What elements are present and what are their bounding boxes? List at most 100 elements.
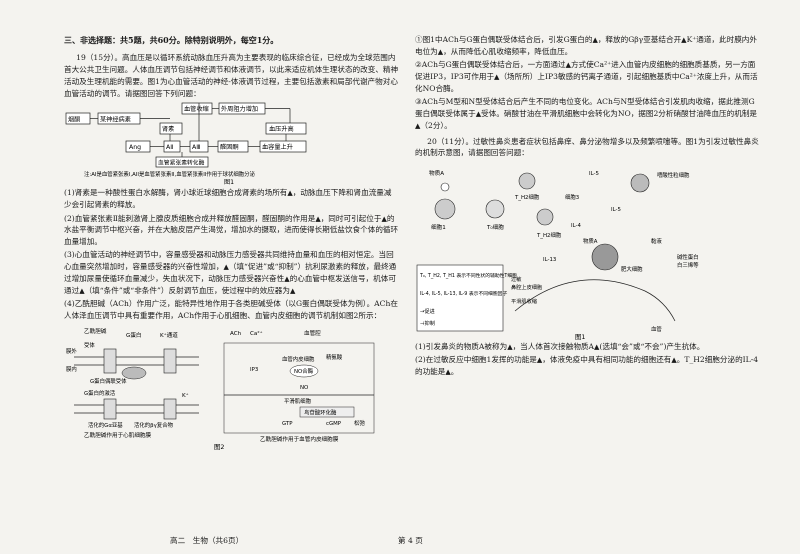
answer-blank-8[interactable]: ▲: [592, 36, 598, 44]
q20-legend-1: IL-4, IL-5, IL-13, IL-9 表示不同细胞因子: [420, 290, 507, 297]
answer-blank-3[interactable]: ▲: [381, 214, 387, 223]
fig1-node-0: 烟酮: [68, 116, 80, 124]
answer-blank-15[interactable]: ▲: [507, 343, 513, 352]
fig2-label-1: G蛋白: [126, 331, 142, 339]
q19-r2: ②ACh与G蛋白偶联受体结合后，一方面通过▲方式使Ca²⁺进入血管内皮细胞的细胞…: [415, 60, 758, 93]
fig1-label: 图1: [224, 179, 234, 185]
q20-fig-label-17: 过敏: [511, 275, 522, 283]
fig2-label-13: Ca²⁺: [250, 330, 263, 337]
answer-blank-7[interactable]: ▲: [289, 286, 296, 295]
answer-blank-14[interactable]: ▲: [415, 121, 421, 130]
answer-blank-1[interactable]: ▲: [287, 189, 293, 198]
fig2-label-24: 松弛: [354, 419, 365, 427]
q20-fig-label: 图1: [575, 333, 585, 341]
fig2-label-11: 乙酰胆碱作用于心肌细胞膜: [84, 431, 152, 439]
q20-legend-2: →促进: [420, 307, 435, 315]
figure-1: 烟酮 某神经病素 血管收缩 外周阻力增加 肾素 Ang AⅡ AⅢ 醛固酮 血容…: [64, 101, 399, 186]
fig2-label-22: GTP: [282, 421, 293, 427]
q19-r3: ③ACh与M型和N型受体结合后产生不同的电位变化。ACh与N型受体结合引发肌肉收…: [415, 97, 758, 130]
answer-blank-6[interactable]: ▲: [79, 286, 85, 295]
answer-blank-12[interactable]: ▲: [494, 73, 500, 82]
fig1-node-11: 血管紧张素转化酶: [158, 159, 205, 167]
q19-r1: ①图1中ACh与G蛋白偶联受体结合后，引发G蛋白的▲，释放的Gβγ亚基结合开▲K…: [415, 35, 757, 56]
answer-blank-11[interactable]: ▲: [565, 61, 571, 70]
fig1-node-5: Ang: [129, 144, 141, 151]
footer-page-number: 第 4 页: [398, 536, 423, 545]
answer-blank-18[interactable]: ▲: [671, 356, 677, 365]
section-title: 三、非选择题：共5题，共60分。除特别说明外，每空1分。: [64, 35, 279, 45]
q20-legend-0: T₀, T_H2, T_H1 表示不同性状的辅助性T细胞: [419, 272, 517, 279]
q20-fig-label-7: 嗜酸性粒细胞: [657, 171, 690, 179]
q19-sub4: (4)乙酰胆碱（ACh）作用广泛，能特异性地作用于各类胆碱受体（以G蛋白偶联受体…: [64, 299, 398, 320]
q20-s1: (1)引发鼻炎的物质A被称为▲，当人体首次接触物质A▲(选填“会”或“不会”)产…: [415, 342, 705, 352]
q19-sub2: (2)血管紧张素Ⅱ能刺激肾上腺皮质细胞合成并释放醛固酮，醛固酮的作用是▲，同时可…: [64, 213, 399, 247]
answer-blank-10[interactable]: ▲: [437, 47, 444, 56]
answer-blank-5[interactable]: ▲: [284, 275, 290, 284]
fig2-label-7: G蛋白的激活: [84, 389, 116, 397]
q20-fig-label-5: 细胞3: [565, 193, 579, 201]
fig2-label-9: 活化的Gα亚基: [88, 421, 123, 429]
q20-fig-label-18: 鼻腔上皮细胞: [511, 283, 542, 291]
fig2-label-5: 膜内: [66, 365, 77, 373]
fig1-node-2: 血管收缩: [184, 105, 209, 113]
answer-blank-2[interactable]: ▲: [315, 214, 321, 223]
fig1-node-6: AⅡ: [166, 144, 173, 151]
figure-q20-diagram: 物质A 细胞1 T₀细胞 T_H2细胞 T_H2细胞 细胞3 IL-5 嗜酸性粒…: [416, 169, 699, 341]
q19-sub3: (3)心血管活动的神经调节中，容量感受器和动脉压力感受器共同维持血量和血压的相对…: [64, 250, 397, 295]
fig2-label-18: NO: [300, 385, 308, 391]
figure-q20: 物质A 细胞1 T₀细胞 T_H2细胞 T_H2细胞 细胞3 IL-5 嗜酸性粒…: [415, 161, 760, 341]
q20-s2: (2)在过敏反应中细胞1发挥的功能是▲，体液免疫中具有相同功能的细胞还有▲。T_…: [415, 355, 759, 377]
footer-left: 高二 生物（共6页）: [170, 536, 244, 545]
answer-blank-16[interactable]: ▲: [594, 343, 600, 352]
fig2-label-14: 血管腔: [304, 329, 321, 337]
q20-fig-label-2: T₀细胞: [486, 223, 504, 231]
answer-blank-13[interactable]: ▲: [475, 109, 482, 118]
answer-blank-17[interactable]: ▲: [536, 356, 543, 365]
fig2-label-10: 活化的βγ复合物: [134, 421, 174, 429]
fig1-node-10: 血容量上升: [262, 143, 293, 151]
q20-fig-label-14: 碱性蛋白: [677, 253, 699, 261]
q20-fig-label-1: 细胞1: [431, 223, 446, 231]
q20-fig-label-19: 平滑肌收缩: [511, 297, 537, 305]
answer-blank-9[interactable]: ▲: [681, 36, 687, 44]
fig2-label: 图2: [214, 443, 224, 451]
q20-fig-label-10: IL-13: [543, 257, 556, 263]
figure-2: 乙酰胆碱 G蛋白 K⁺通道 膜外 受体 膜内 G蛋白偶联受体 G蛋白的激活 K⁺…: [64, 323, 399, 451]
left-column: 三、非选择题：共5题，共60分。除特别说明外，每空1分。 19（15分）。高血压…: [64, 34, 399, 451]
fig2-label-23: cGMP: [326, 421, 342, 427]
fig1-node-8: 醛固酮: [220, 143, 239, 151]
fig2-label-16: NO合酶: [294, 367, 314, 375]
fig2-label-17: 精氨酸: [326, 353, 343, 361]
q20-fig-label-0: 物质A: [429, 169, 444, 177]
fig2-label-25: 乙酰胆碱作用于血管内皮细胞膜: [260, 435, 339, 443]
q20-intro: 20（11分）。过敏性鼻炎患者症状包括鼻痒、鼻分泌物增多以及频繁喷嚏等。图1为引…: [415, 136, 759, 158]
fig2-label-3: 膜外: [66, 347, 77, 355]
fig2-label-6: G蛋白偶联受体: [90, 377, 127, 385]
q20-fig-label-15: 白三烯等: [677, 261, 699, 269]
fig2-label-0: 乙酰胆碱: [84, 327, 107, 335]
q20-fig-label-3: T_H2细胞: [514, 193, 540, 201]
fig1-node-1: 某神经病素: [100, 116, 131, 124]
fig1-node-3: 外周阻力增加: [221, 105, 258, 113]
q20-fig-label-13: 黏液: [651, 237, 662, 245]
fig2-label-20: 平滑肌细胞: [284, 397, 312, 405]
q20-fig-label-6: IL-5: [589, 171, 599, 177]
q20-fig-label-16: 血管: [651, 325, 662, 333]
fig1-note: 注:AI是血管紧张素I,AII是血管紧张素II,血管紧张素II作用于球状细胞分泌: [84, 170, 255, 178]
fig2-label-4: 受体: [84, 341, 95, 349]
fig1-node-4: 肾素: [162, 125, 174, 133]
q19-intro: 19（15分）。高血压是以循环系统动脉血压升高为主要表现的临床综合征，已经成为全…: [64, 53, 399, 98]
fig2-label-21: 鸟苷酸环化酶: [304, 409, 337, 417]
fig2-label-2: K⁺通道: [160, 331, 178, 339]
fig2-label-12: ACh: [230, 331, 242, 337]
q19-sub1: (1)肾素是一种酸性蛋白水解酶，肾小球近球细胞合成肾素的场所有▲，动脉血压下降和…: [64, 188, 392, 210]
answer-blank-4[interactable]: ▲: [223, 263, 229, 272]
fig2-label-8: K⁺: [182, 392, 189, 399]
right-column: ①图1中ACh与G蛋白偶联受体结合后，引发G蛋白的▲，释放的Gβγ亚基结合开▲K…: [415, 34, 760, 380]
q20-fig-label-9: IL-5: [611, 207, 621, 213]
figure-1-diagram: 烟酮 某神经病素 血管收缩 外周阻力增加 肾素 Ang AⅡ AⅢ 醛固酮 血容…: [65, 103, 307, 186]
fig2-label-19: IP3: [250, 367, 258, 373]
fig2-label-15: 血管内皮细胞: [282, 355, 315, 363]
answer-blank-19[interactable]: ▲: [445, 368, 451, 377]
q20-legend-3: ⊣抑制: [420, 319, 435, 327]
